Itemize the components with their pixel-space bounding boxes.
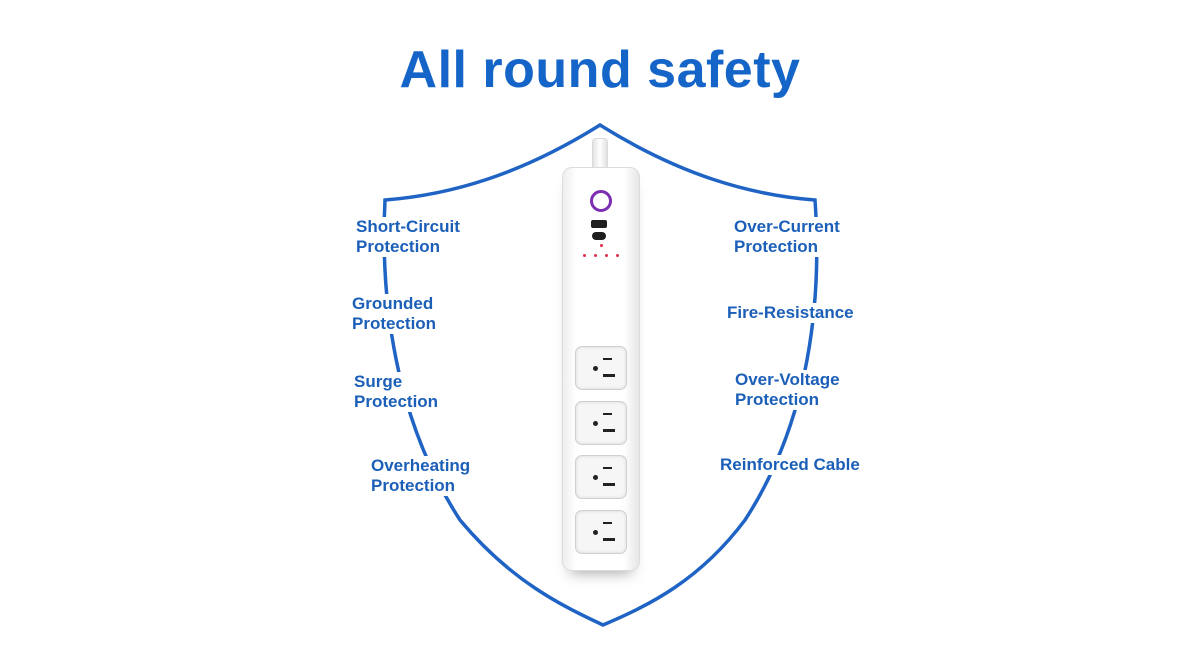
outlet-icon bbox=[575, 455, 627, 499]
outlet-icon bbox=[575, 346, 627, 390]
outlet-icon bbox=[575, 401, 627, 445]
feature-overheating: Overheating Protection bbox=[371, 456, 471, 496]
feature-over-current: Over-Current Protection bbox=[734, 217, 840, 257]
feature-fire-resistance: Fire-Resistance bbox=[727, 303, 854, 323]
page-title: All round safety bbox=[399, 41, 801, 99]
usb-c-port-icon bbox=[592, 232, 606, 240]
indicator-light bbox=[594, 254, 597, 257]
indicator-light bbox=[605, 254, 608, 257]
indicator-light bbox=[583, 254, 586, 257]
usb-port-icon bbox=[591, 220, 607, 228]
feature-over-voltage: Over-Voltage Protection bbox=[735, 370, 840, 410]
feature-short-circuit: Short-Circuit Protection bbox=[356, 217, 460, 257]
feature-grounded: Grounded Protection bbox=[352, 294, 437, 334]
power-strip bbox=[562, 167, 640, 571]
feature-reinforced-cable: Reinforced Cable bbox=[720, 455, 860, 475]
feature-surge: Surge Protection bbox=[354, 372, 439, 412]
outlet-icon bbox=[575, 510, 627, 554]
indicator-light bbox=[600, 244, 603, 247]
indicator-light bbox=[616, 254, 619, 257]
power-button-icon bbox=[590, 190, 612, 212]
